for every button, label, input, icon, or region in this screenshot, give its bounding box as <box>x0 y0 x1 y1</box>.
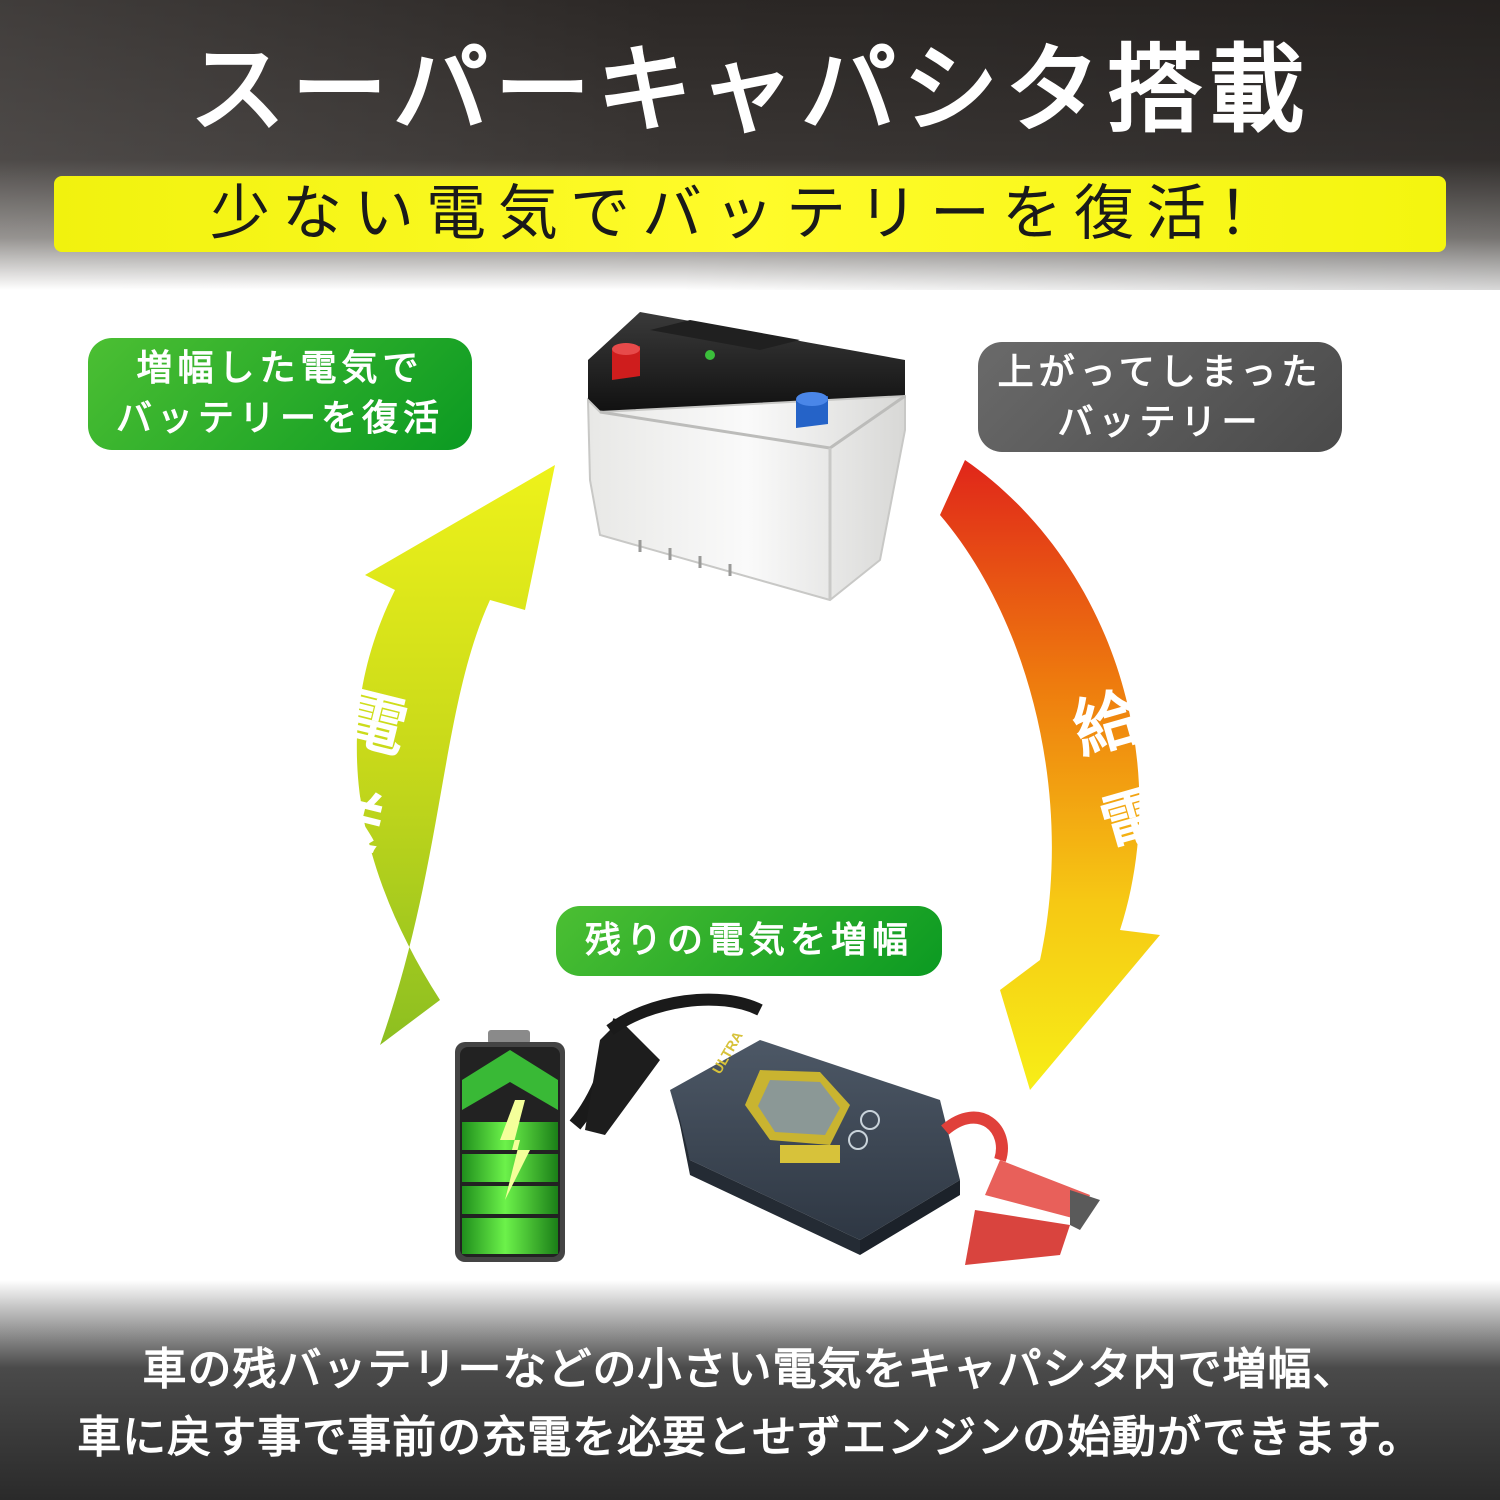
footer-band <box>0 1280 1500 1500</box>
footer-line-2: 車に戻す事で事前の充電を必要とせずエンジンの始動ができます。 <box>77 1412 1423 1463</box>
send-arrow <box>356 465 555 1045</box>
amplify-label: 残りの電気を増幅 <box>556 906 942 976</box>
page-title: スーパーキャパシタ搭載 <box>189 34 1311 146</box>
page-subtitle: 少ない電気でバッテリーを復活！ <box>210 179 1290 249</box>
car-battery-illustration <box>586 312 906 602</box>
supply-arrow <box>940 460 1160 1090</box>
footer-line-1: 車の残バッテリーなどの小さい電気をキャパシタ内で増幅、 <box>142 1344 1358 1395</box>
jump-starter-illustration: ULTRA <box>569 993 1100 1265</box>
charge-battery-icon <box>455 1030 565 1262</box>
subtitle-band: 少ない電気でバッテリーを復活！ <box>54 176 1446 252</box>
revive-label: 増幅した電気で バッテリーを復活 <box>88 338 472 450</box>
dead-battery-label: 上がってしまった バッテリー <box>978 342 1342 452</box>
